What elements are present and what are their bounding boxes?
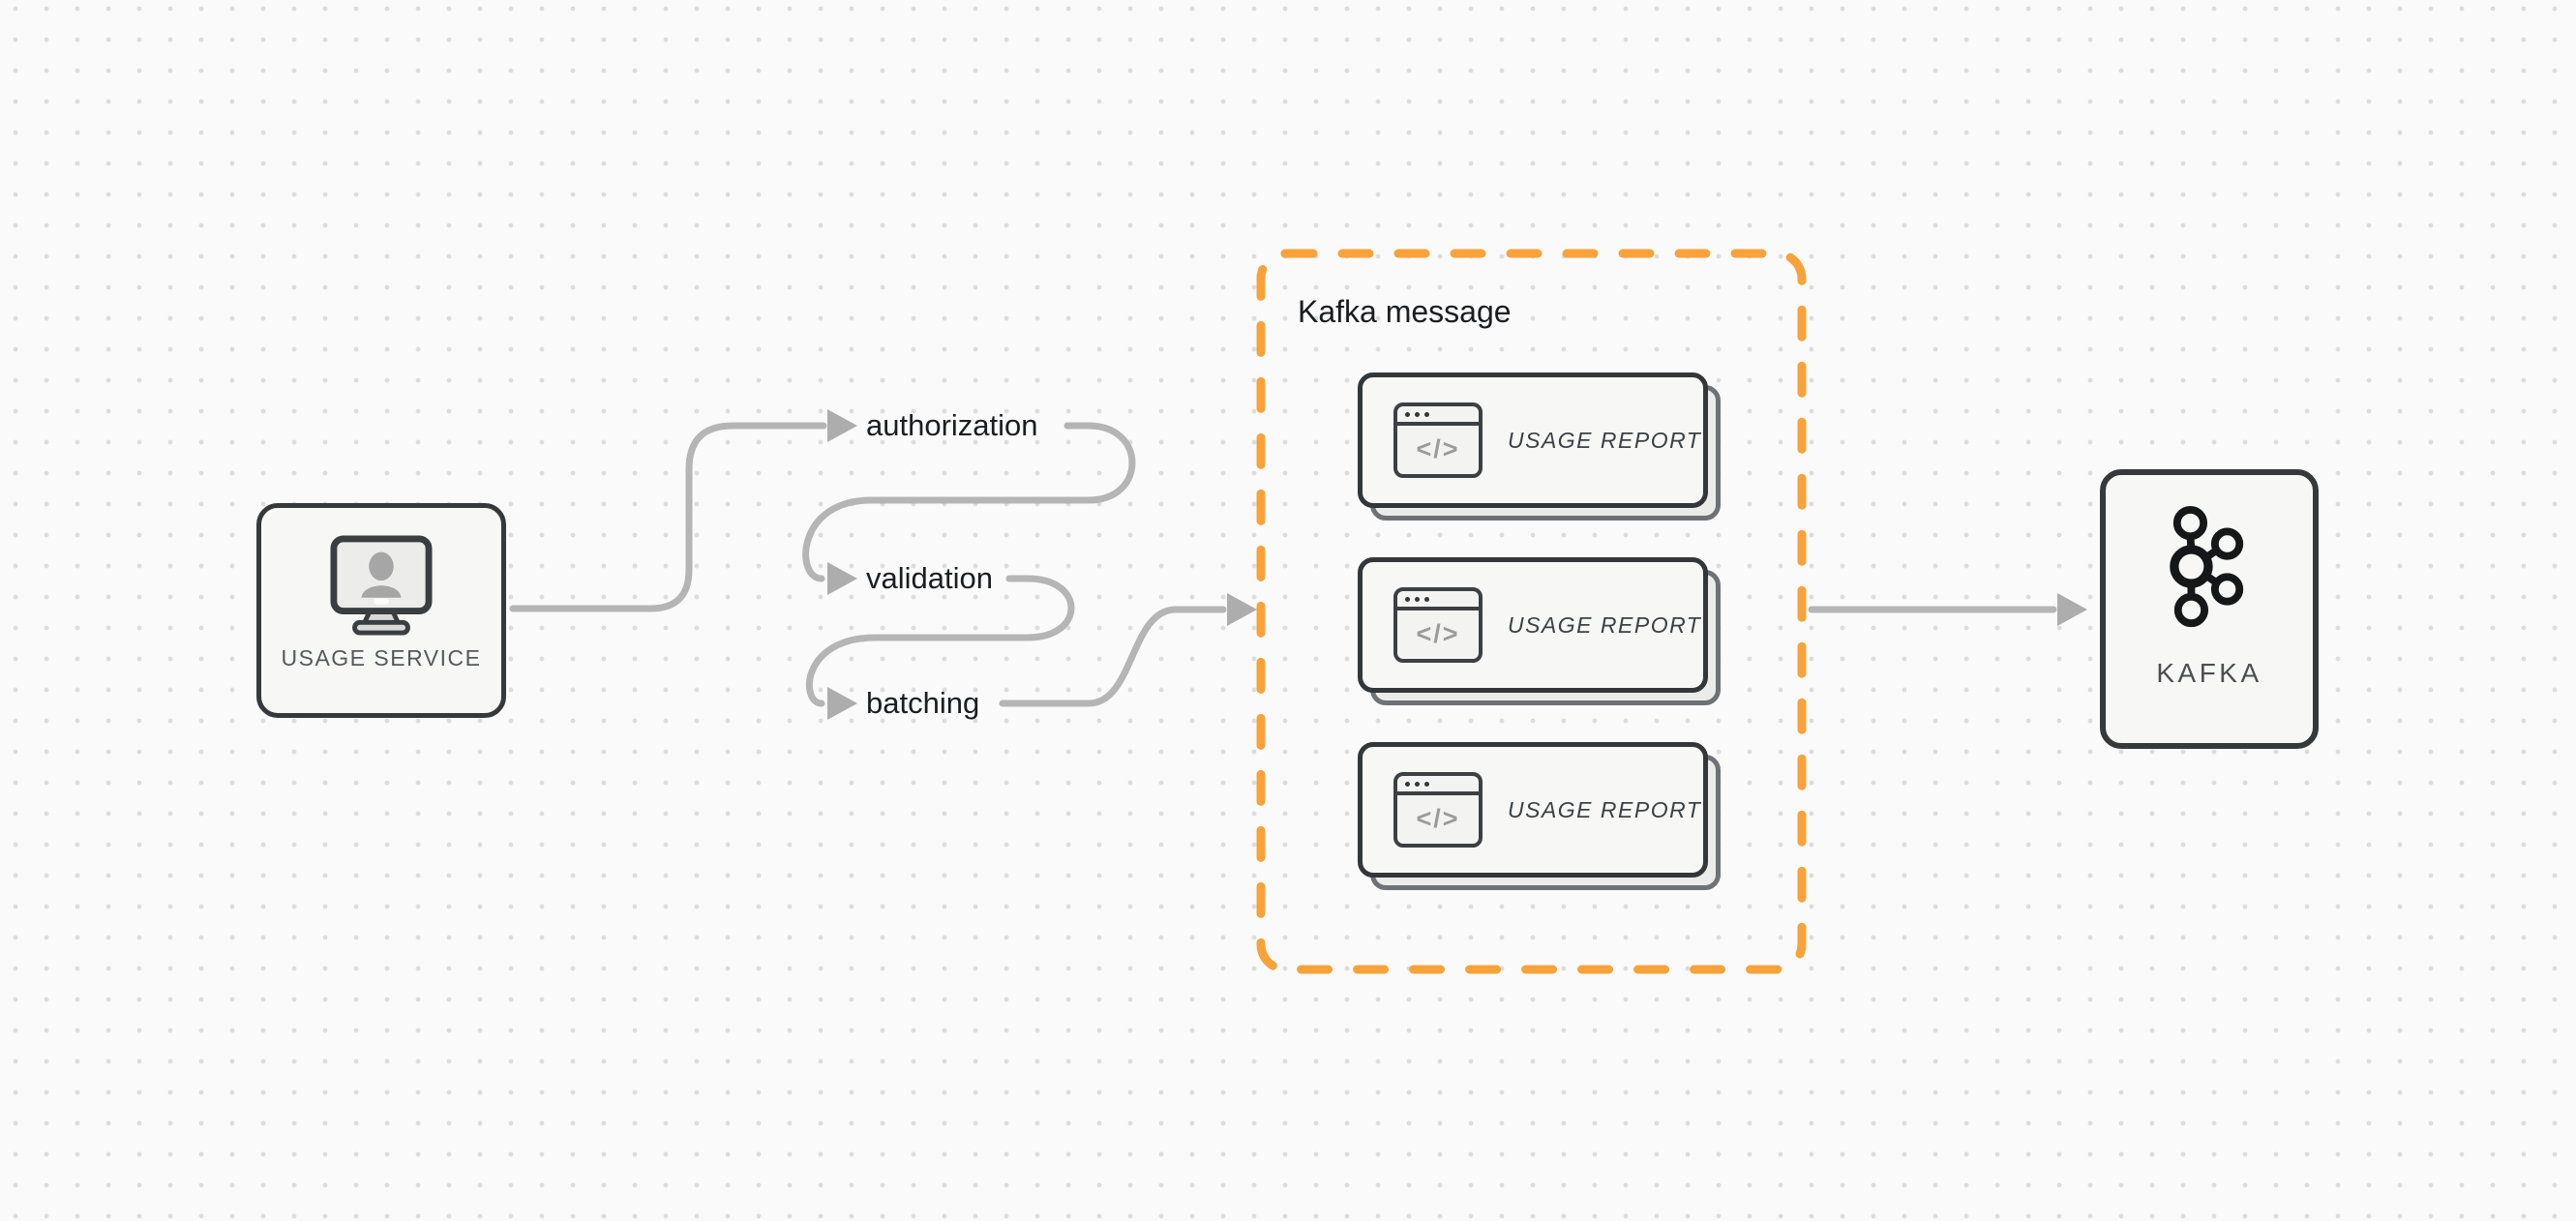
window-dot-icon xyxy=(1415,781,1420,787)
usage-report-label: USAGE REPORT xyxy=(1508,427,1702,453)
usage-report-label: USAGE REPORT xyxy=(1508,611,1702,638)
arrowhead-kafka-message-icon xyxy=(1227,593,1257,626)
window-dot-icon xyxy=(1405,411,1410,417)
usage-report-card-front: </> USAGE REPORT xyxy=(1358,372,1708,508)
kafka-label: KAFKA xyxy=(2156,658,2262,688)
connector-usage-service-to-authorization xyxy=(509,422,827,612)
window-dot-icon xyxy=(1424,781,1429,787)
kafka-message-group-border xyxy=(1256,249,1807,974)
step-label-validation: validation xyxy=(866,561,993,595)
window-dot-icon xyxy=(1415,596,1420,602)
connector-validation-to-batching xyxy=(806,575,1075,707)
code-window-icon: </> xyxy=(1393,772,1483,848)
kafka-message-group-title: Kafka message xyxy=(1298,294,1512,329)
window-dot-icon xyxy=(1405,781,1410,787)
usage-report-card: </> USAGE REPORT xyxy=(1358,742,1721,890)
usage-report-card-front: </> USAGE REPORT xyxy=(1358,557,1708,693)
monitor-user-icon xyxy=(330,535,433,636)
usage-service-label: USAGE SERVICE xyxy=(281,645,482,670)
usage-report-card: </> USAGE REPORT xyxy=(1358,557,1721,705)
arrowhead-validation-icon xyxy=(827,562,857,595)
connector-batching-to-kafka-message xyxy=(999,606,1227,707)
window-dot-icon xyxy=(1415,411,1420,417)
usage-report-card-front: </> USAGE REPORT xyxy=(1358,742,1708,878)
code-window-icon: </> xyxy=(1393,402,1483,478)
usage-report-label: USAGE REPORT xyxy=(1508,796,1702,822)
usage-report-card: </> USAGE REPORT xyxy=(1358,372,1721,521)
code-window-icon: </> xyxy=(1393,587,1483,663)
step-label-authorization: authorization xyxy=(866,408,1038,442)
step-label-batching: batching xyxy=(866,686,980,720)
code-glyph: </> xyxy=(1416,803,1460,833)
window-dot-icon xyxy=(1424,411,1429,417)
window-dot-icon xyxy=(1405,596,1410,602)
arrowhead-kafka-icon xyxy=(2057,593,2087,626)
code-window-titlebar xyxy=(1397,776,1479,795)
kafka-logo-icon xyxy=(2170,506,2244,628)
code-glyph: </> xyxy=(1416,433,1460,463)
kafka-node: KAFKA xyxy=(2100,469,2319,749)
code-glyph: </> xyxy=(1416,618,1460,648)
arrowhead-batching-icon xyxy=(827,687,857,720)
code-window-titlebar xyxy=(1397,406,1479,426)
usage-service-node: USAGE SERVICE xyxy=(256,503,506,718)
code-window-titlebar xyxy=(1397,591,1479,610)
arrowhead-authorization-icon xyxy=(827,409,857,442)
window-dot-icon xyxy=(1424,596,1429,602)
connector-authorization-to-validation xyxy=(802,422,1136,582)
